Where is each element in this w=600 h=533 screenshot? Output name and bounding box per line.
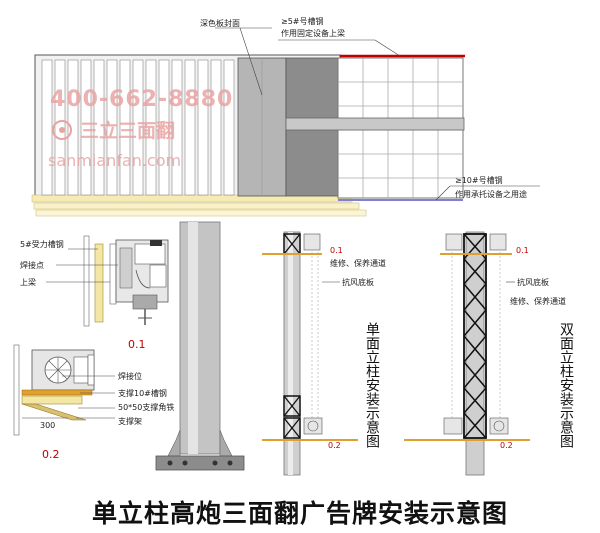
label-detail-02: 0.2 (42, 448, 60, 461)
label-single-wind: 抗风底板 (342, 277, 374, 287)
billboard-elevation (31, 27, 540, 217)
detail-01-drawing (46, 235, 169, 327)
label-bottom-channel-1: ≥10#号槽钢 (455, 175, 503, 185)
base-layer-3 (35, 209, 367, 217)
double-sided-drawing (404, 231, 530, 476)
label-support-frame: 支撑架 (118, 416, 142, 426)
label-bottom-channel-2: 作用承托设备之用途 (455, 189, 527, 199)
label-weld-point: 焊接点 (20, 260, 44, 270)
label-double-01: 0.1 (516, 246, 529, 255)
double-title-vertical: 双面立柱安装示意图 (558, 322, 574, 448)
detail-02-drawing (13, 344, 115, 436)
label-weld-position: 焊接位 (118, 371, 142, 381)
label-upper-beam: 上梁 (20, 278, 36, 287)
prism-strips (41, 59, 235, 196)
pole-base-plate (155, 455, 245, 471)
label-dim-300: 300 (40, 421, 55, 430)
watermark-url: sanmianfan.com (48, 151, 181, 170)
single-sided-drawing (262, 231, 358, 476)
label-double-wind: 抗风底板 (517, 277, 549, 287)
watermark-brand: 三立三面翻 (80, 119, 175, 142)
label-support-channel: 支撑10#槽钢 (118, 388, 167, 398)
label-angle-iron: 50*50支撑角铁 (118, 402, 174, 412)
page-title: 单立柱高炮三面翻广告牌安装示意图 (91, 499, 508, 528)
watermark-logo-icon (52, 120, 72, 140)
label-single-02: 0.2 (328, 441, 341, 450)
main-pole (155, 221, 245, 471)
base-layer-2 (33, 202, 360, 210)
label-single-maint: 维修、保养通道 (330, 258, 386, 268)
label-detail-01: 0.1 (128, 338, 146, 351)
watermark-phone: 400-662-8880 (50, 87, 233, 112)
label-single-01: 0.1 (330, 246, 343, 255)
label-top-channel-1: ≥5#号槽钢 (281, 16, 324, 26)
label-force-channel: 5#受力槽钢 (20, 239, 64, 249)
label-double-02: 0.2 (500, 441, 513, 450)
horizontal-beam (285, 117, 465, 131)
label-double-maint: 维修、保养通道 (510, 296, 566, 306)
label-dark-panel: 深色板封面 (200, 18, 240, 28)
single-title-vertical: 单面立柱安装示意图 (364, 322, 380, 448)
label-top-channel-2: 作用固定设备上梁 (281, 28, 345, 38)
